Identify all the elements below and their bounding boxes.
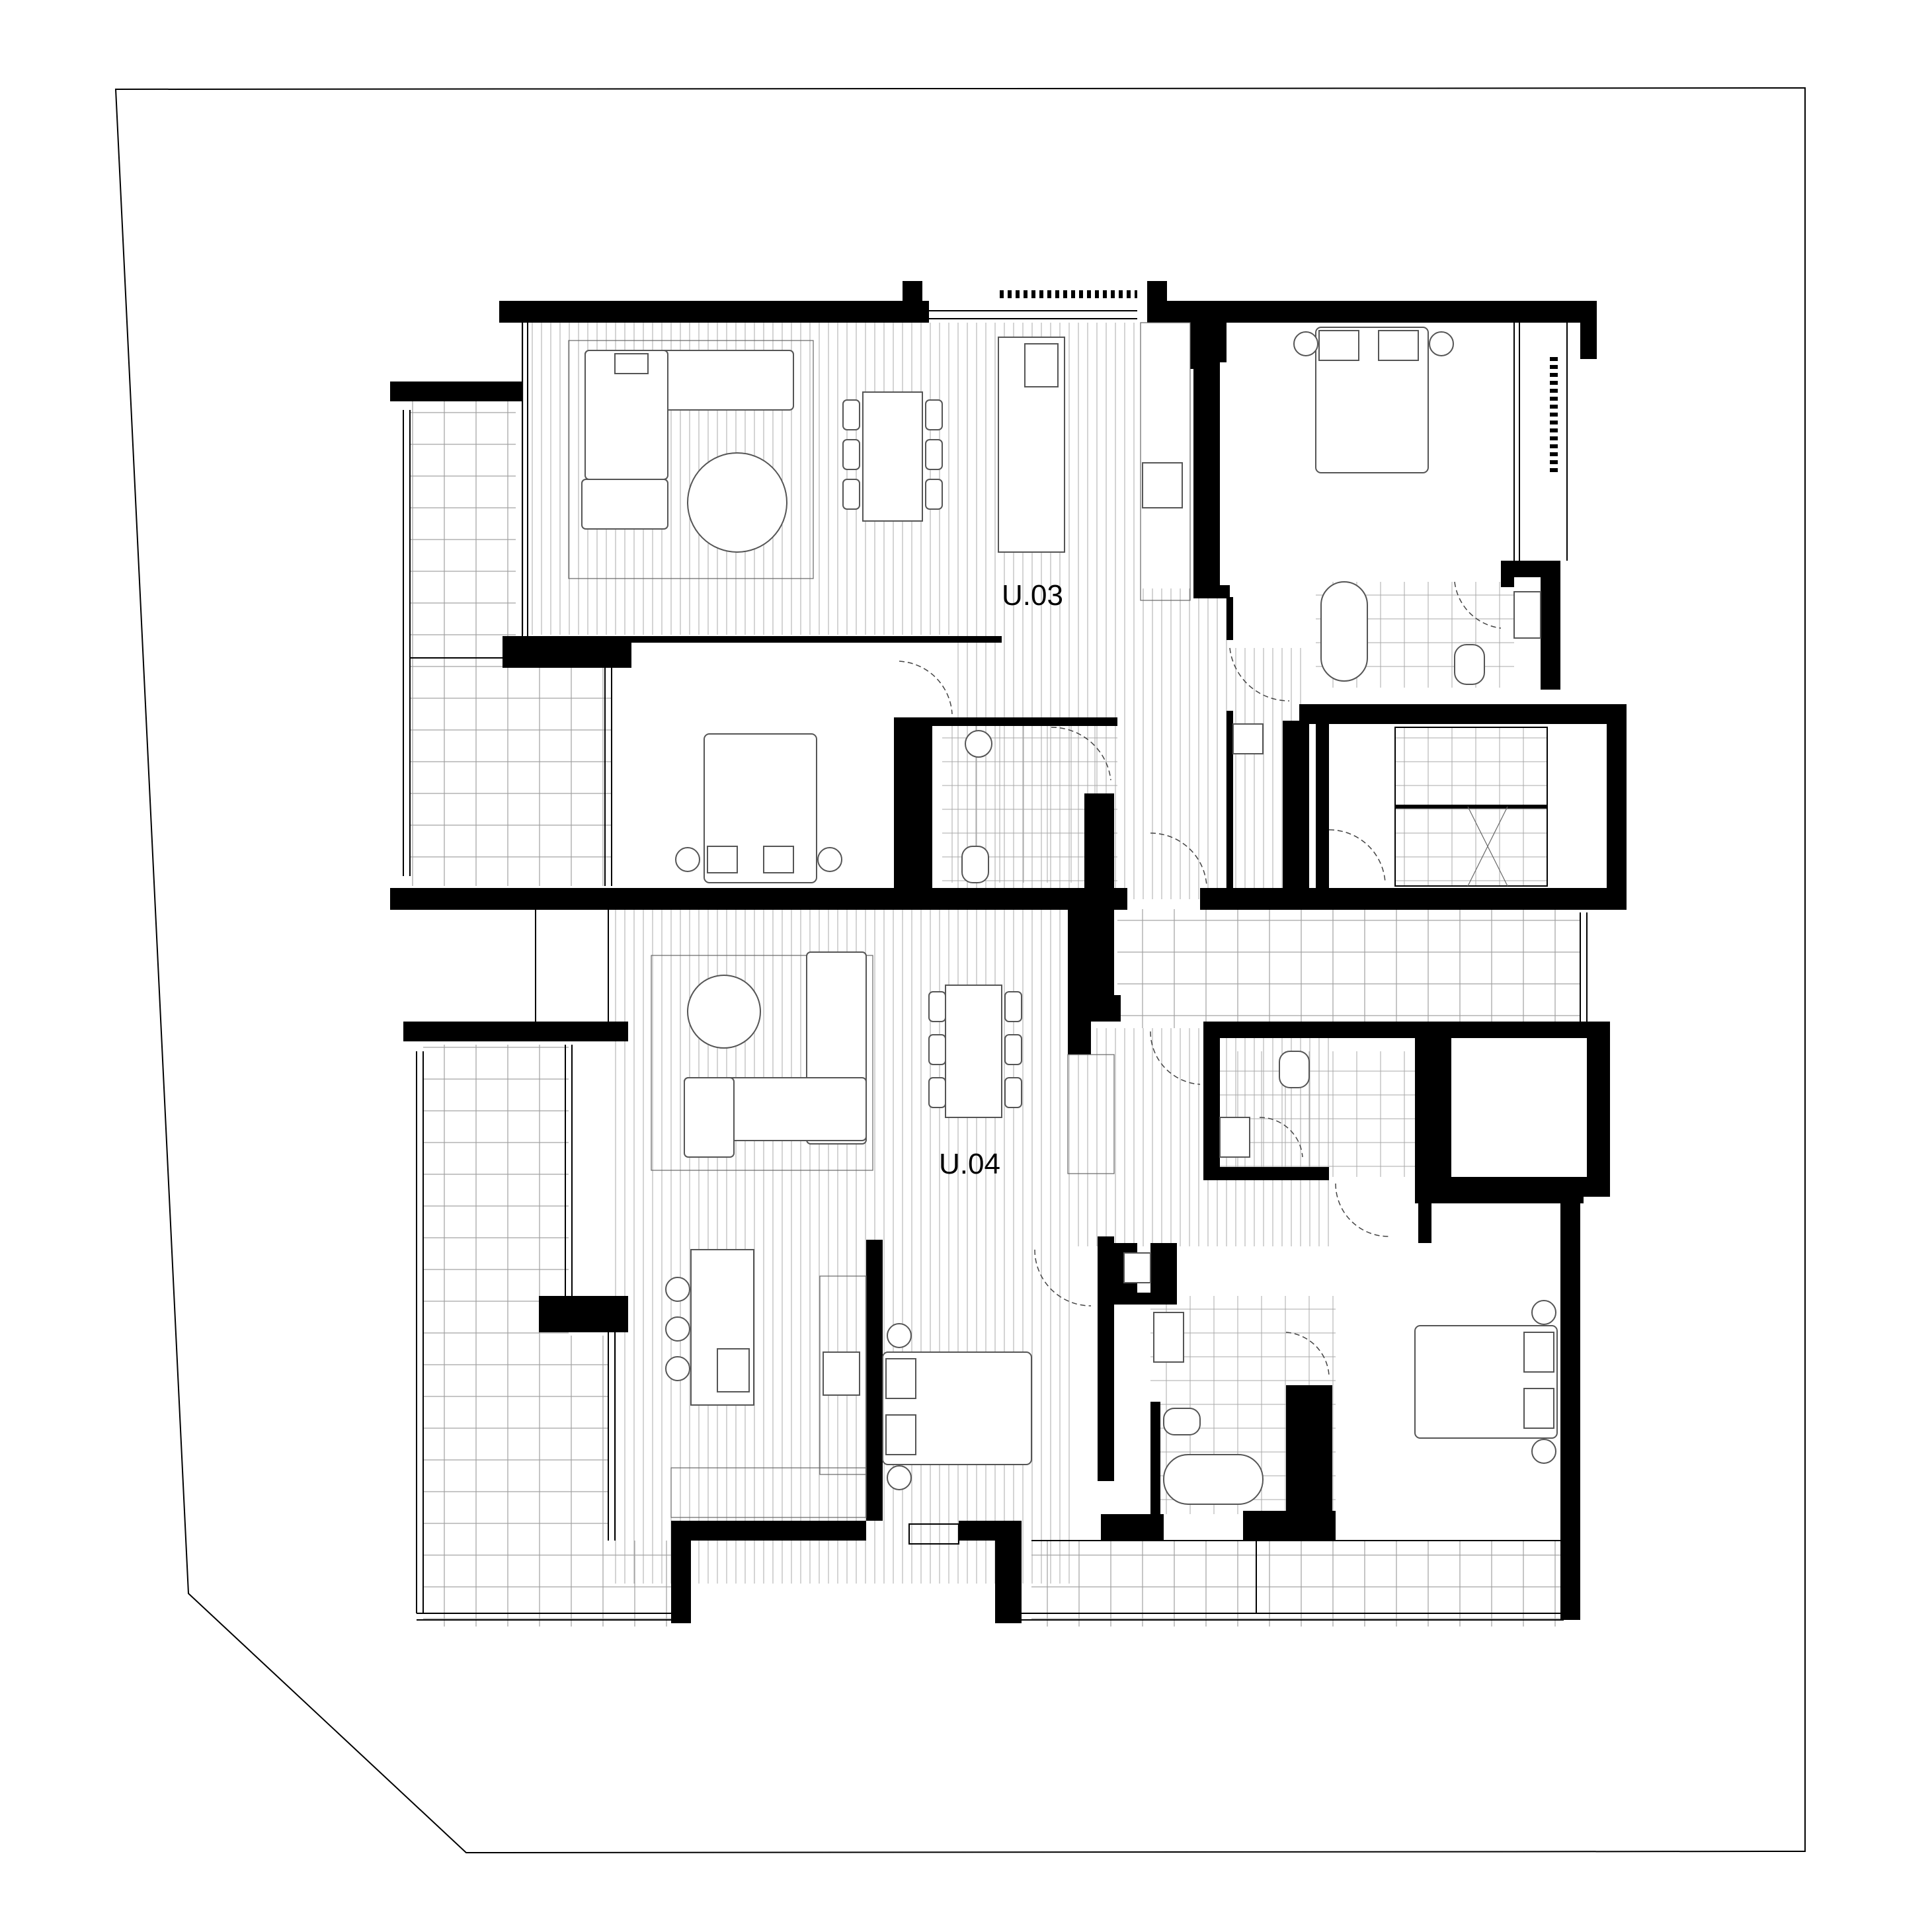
sofa-icon	[684, 951, 867, 1158]
bed-icon	[1414, 1300, 1558, 1464]
basin-icon	[1153, 1312, 1184, 1363]
bathtub-icon	[1320, 581, 1368, 682]
coffee-table	[687, 975, 761, 1049]
dining-table-icon	[842, 391, 943, 522]
basin-icon	[1219, 1117, 1250, 1158]
basin-icon	[965, 730, 992, 758]
sink-icon	[1024, 343, 1059, 387]
dining-table-icon	[928, 985, 1022, 1118]
coffee-table	[687, 452, 787, 553]
bed-icon	[675, 733, 842, 883]
bathtub-icon	[1163, 1454, 1264, 1505]
kitchen-bench	[1140, 322, 1191, 601]
rug	[651, 955, 873, 1171]
kitchen-bench	[670, 1275, 867, 1518]
basin-icon	[1513, 591, 1541, 639]
rug	[568, 340, 814, 579]
toilet-icon	[961, 846, 989, 883]
furniture	[568, 322, 1558, 1518]
walls	[390, 281, 1627, 1623]
toilet-icon	[1454, 644, 1485, 685]
cooktop-icon	[823, 1351, 860, 1396]
bed-icon	[1293, 327, 1454, 473]
basin-icon	[1232, 723, 1264, 754]
doors	[899, 581, 1502, 1376]
bed-icon	[882, 1323, 1032, 1490]
basin-icon	[1123, 1252, 1151, 1283]
kitchen-island	[665, 1249, 754, 1406]
site-boundary	[114, 87, 1806, 1854]
toilet-icon	[1163, 1408, 1201, 1435]
cooktop-icon	[1142, 462, 1183, 508]
toilet-icon	[1279, 1051, 1310, 1088]
cupboard	[1067, 1054, 1115, 1174]
stair-icon	[1394, 727, 1548, 887]
unit-label-u03: U.03	[1002, 579, 1063, 612]
windows-and-lines	[403, 290, 1588, 1621]
unit-label-u04: U.04	[939, 1148, 1000, 1180]
sofa-icon	[581, 350, 794, 530]
sink-icon	[717, 1348, 750, 1392]
kitchen-island	[998, 337, 1065, 553]
